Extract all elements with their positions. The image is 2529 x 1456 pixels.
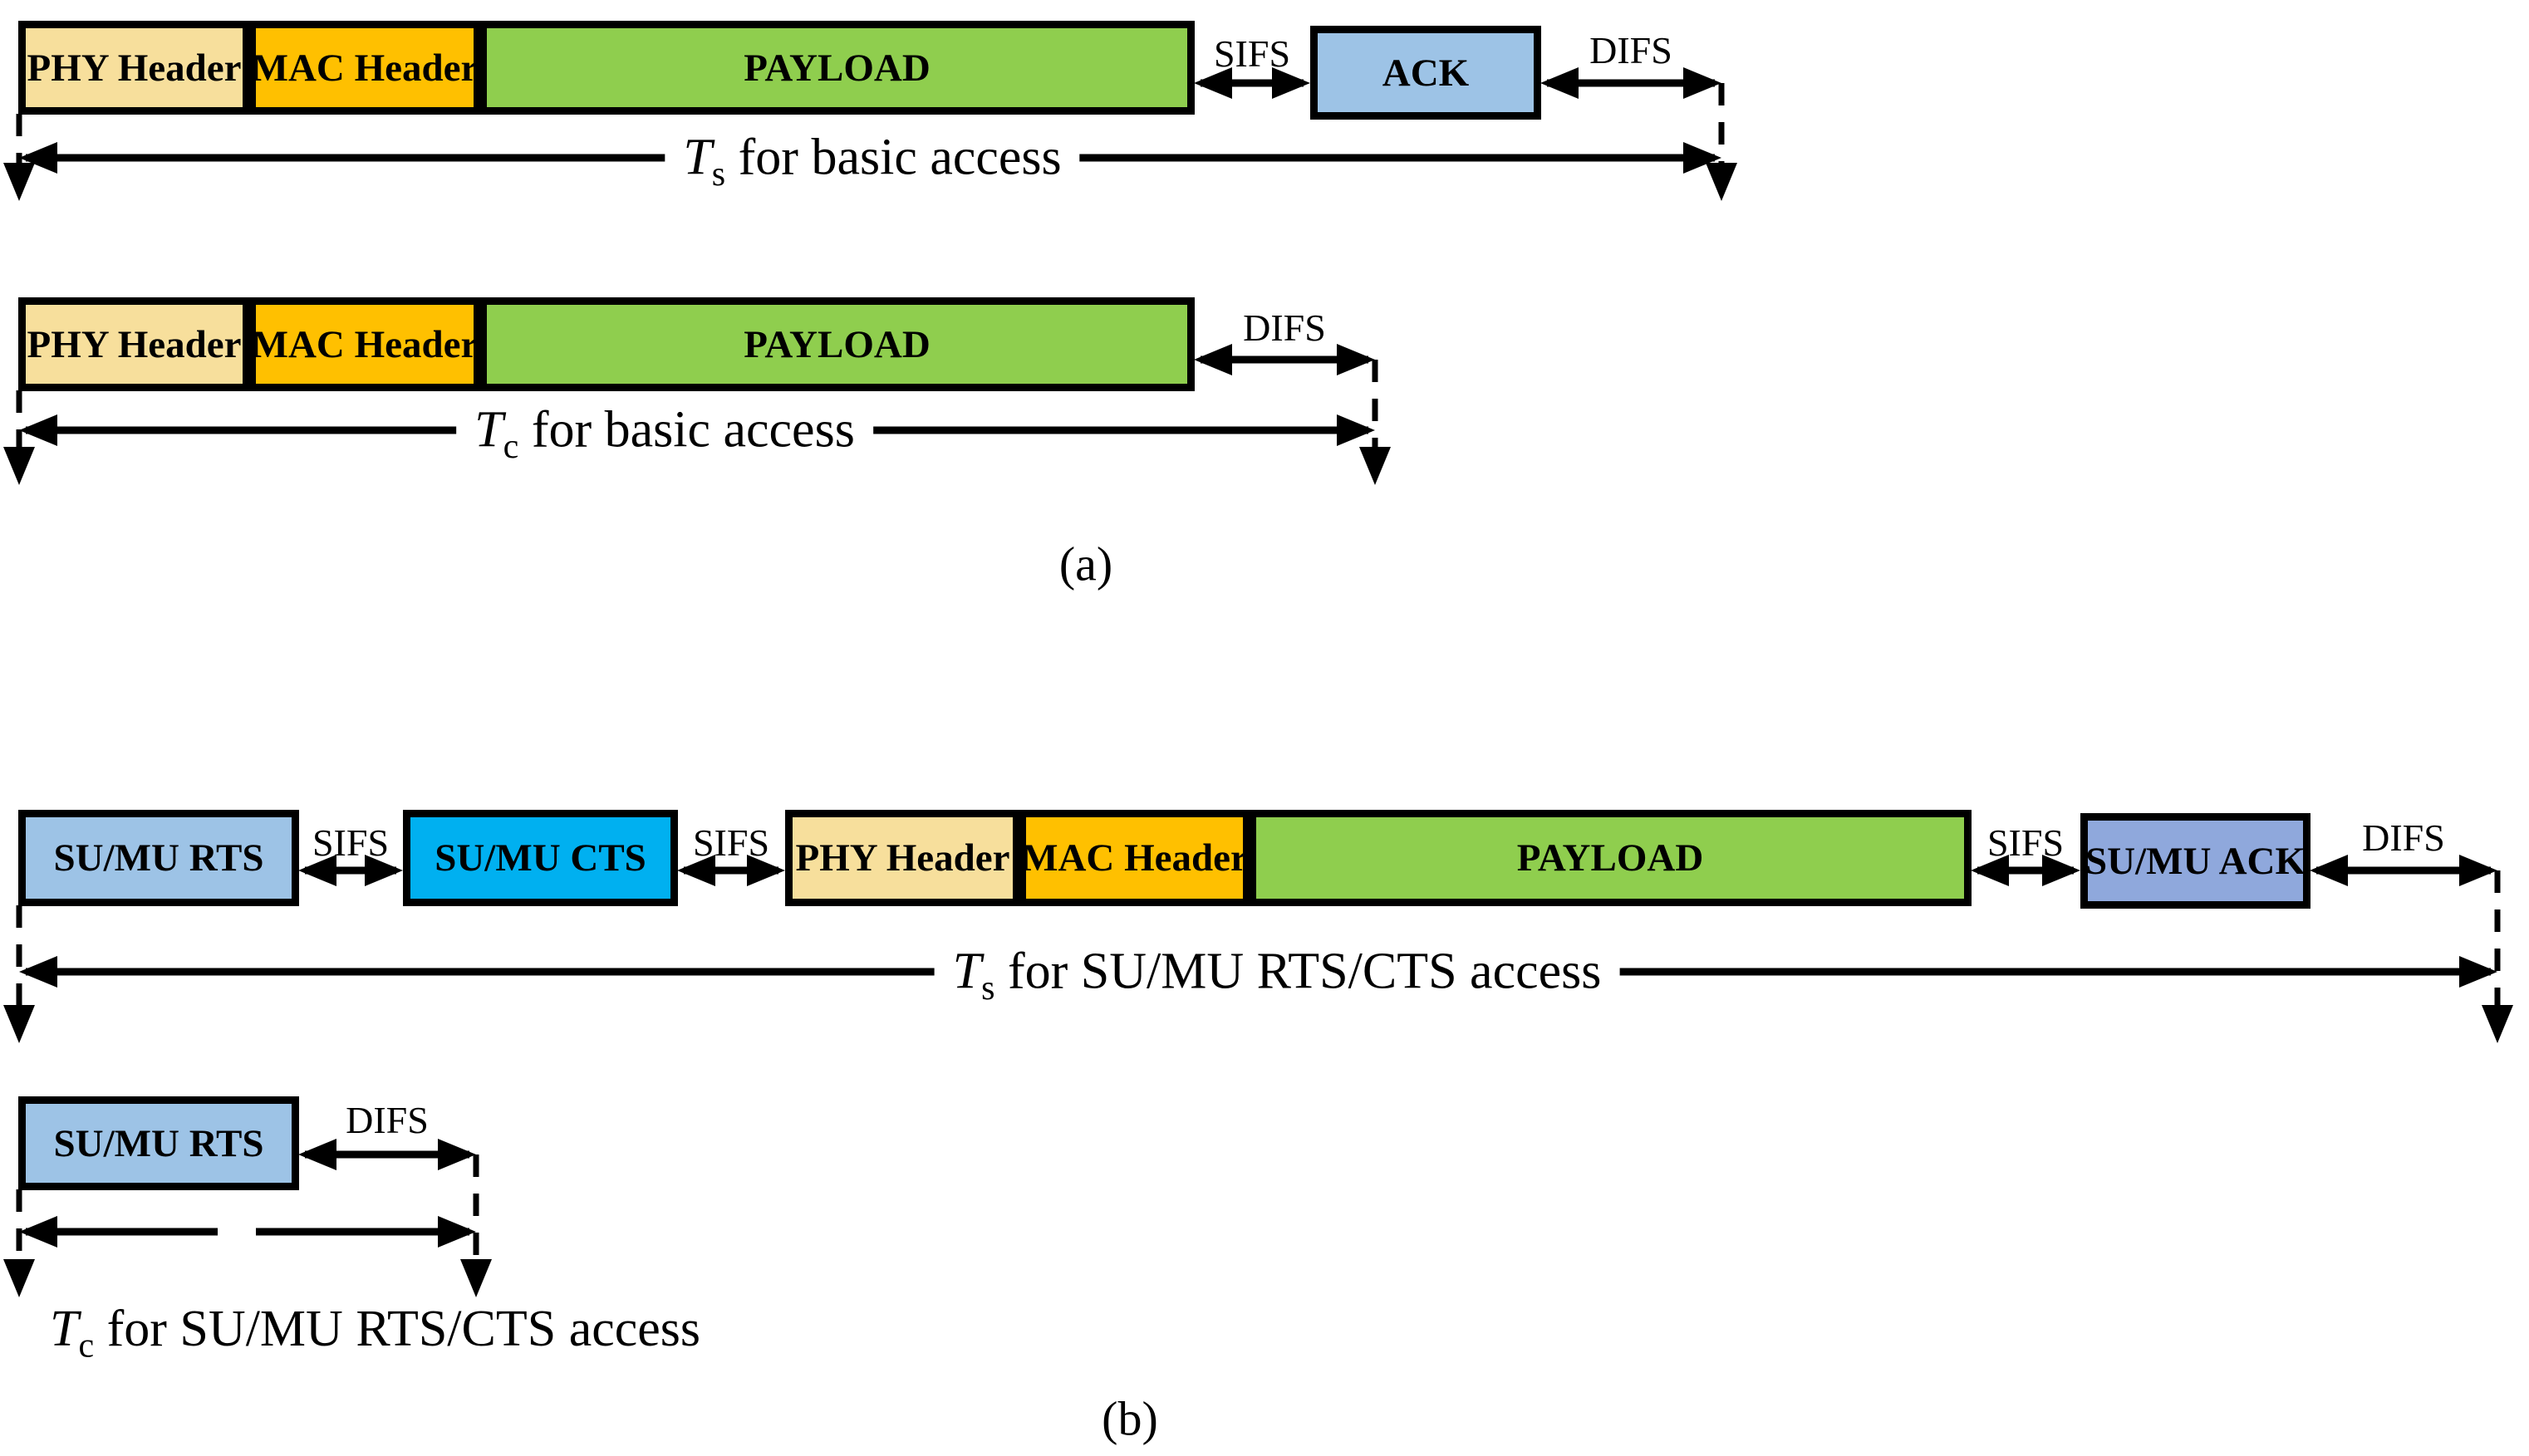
box-payload: PAYLOAD: [479, 21, 1195, 115]
box-su-mu-cts: SU/MU CTS: [403, 810, 678, 906]
box-phy-header: PHY Header: [785, 810, 1020, 906]
gap-label-difs: DIFS: [1589, 29, 1672, 71]
box-mac-header: MAC Header: [248, 21, 481, 115]
panel-caption-b: (b): [1102, 1391, 1158, 1446]
duration-subscript: s: [981, 968, 995, 1007]
duration-text: for SU/MU RTS/CTS access: [106, 1301, 701, 1357]
duration-symbol: T: [952, 943, 982, 1000]
duration-label-ts-basic: Ts for basic access: [665, 128, 1080, 192]
box-mac-header: MAC Header: [1019, 810, 1250, 906]
duration-label-tc-rtscts: Tc for SU/MU RTS/CTS access: [50, 1300, 701, 1363]
gap-label-sifs: SIFS: [1986, 821, 2065, 864]
duration-subscript: c: [78, 1326, 95, 1365]
gap-label-sifs: SIFS: [312, 821, 390, 864]
box-phy-header: PHY Header: [18, 297, 250, 391]
duration-symbol: T: [50, 1301, 79, 1357]
gap-label-difs: DIFS: [2362, 816, 2445, 859]
duration-text: for basic access: [531, 401, 855, 458]
duration-label-tc-basic: Tc for basic access: [456, 400, 873, 464]
gap-label-sifs: SIFS: [1213, 32, 1291, 75]
duration-symbol: T: [474, 401, 503, 458]
duration-label-ts-rtscts: Ts for SU/MU RTS/CTS access: [934, 942, 1620, 1006]
duration-text: for SU/MU RTS/CTS access: [1007, 943, 1602, 1000]
box-su-mu-rts: SU/MU RTS: [18, 810, 299, 906]
box-su-mu-rts: SU/MU RTS: [18, 1096, 299, 1190]
gap-label-difs: DIFS: [346, 1099, 429, 1141]
box-payload: PAYLOAD: [1249, 810, 1972, 906]
box-su-mu-ack: SU/MU ACK: [2080, 813, 2310, 909]
gap-label-difs: DIFS: [1243, 306, 1326, 349]
box-ack: ACK: [1310, 26, 1541, 120]
duration-text: for basic access: [738, 129, 1062, 186]
box-mac-header: MAC Header: [248, 297, 481, 391]
box-phy-header: PHY Header: [18, 21, 250, 115]
duration-subscript: c: [503, 427, 519, 466]
panel-caption-a: (a): [1058, 537, 1113, 591]
duration-subscript: s: [711, 154, 726, 194]
duration-symbol: T: [683, 129, 712, 186]
gap-label-sifs: SIFS: [692, 821, 770, 864]
box-payload: PAYLOAD: [479, 297, 1195, 391]
